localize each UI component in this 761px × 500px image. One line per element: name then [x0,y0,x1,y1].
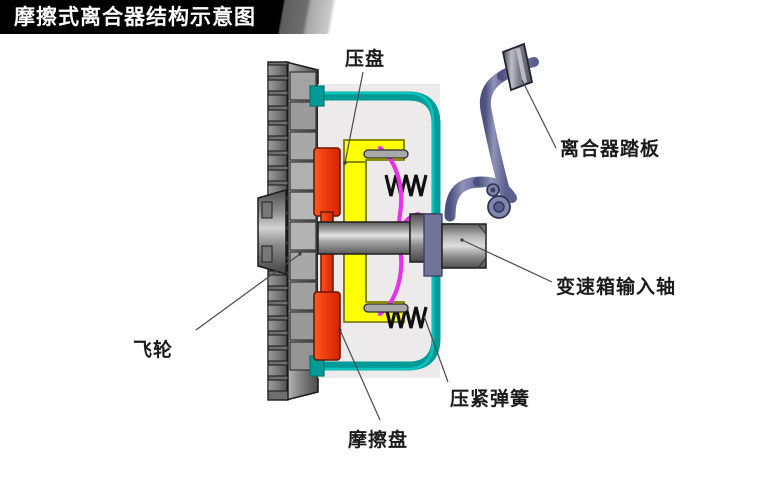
pedal-pivot-main-inner [493,201,505,213]
pressure-spring-upper [384,174,428,197]
release-fork-arm [444,176,488,222]
pedal-pivot-upper-pin [490,187,496,193]
label-friction-disc: 摩擦盘 [348,429,409,451]
leader-pressure-spring [423,315,449,383]
release-bearing-assembly [423,213,487,277]
label-pressure-plate: 压盘 [345,48,386,70]
flywheel-assembly [257,60,319,402]
clutch-pedal-linkage [444,42,539,222]
leader-clutch-pedal [521,79,557,149]
release-bearing-edge [477,223,487,269]
leader-dot-pressure-plate [343,161,347,165]
pressure-plate-lower-arm [343,161,405,323]
label-transmission-input-shaft: 变速箱输入轴 [556,276,677,298]
leader-pressure-plate [344,71,364,164]
leader-lines [195,71,557,421]
page-title: 摩擦式离合器结构示意图 [14,5,256,29]
pressure-plate [343,139,405,323]
title-banner: 摩擦式离合器结构示意图 [0,0,385,34]
leader-dot-flywheel [298,252,302,256]
clutch-pedal-pad [501,42,534,92]
label-flywheel: 飞轮 [133,339,174,361]
label-clutch-pedal: 离合器踏板 [560,138,661,160]
release-bearing-backplate [423,213,443,277]
leader-friction-disc [339,329,381,421]
flywheel-hub-bolt-bottom [261,245,273,263]
release-lever-pivot-lower [363,303,409,313]
leader-line-dots [298,161,464,332]
clutch-cover-tab-top [309,85,325,107]
input-shaft-inner-segment [317,221,411,255]
leader-dot-friction-disc [338,328,342,332]
title-banner-gradient-tail [255,0,385,34]
leader-input-shaft [461,239,553,283]
clutch-pedal-arm [479,68,512,202]
leader-dot-input-shaft [460,238,464,242]
friction-disc-pad-lower [313,291,341,361]
friction-disc-pad-upper [313,147,341,217]
label-pressure-spring: 压紧弹簧 [450,388,531,410]
flywheel-plate-segments [289,71,317,371]
release-lever-pivot-upper [363,149,409,159]
release-bearing-sleeve [441,223,487,269]
leader-flywheel [195,253,301,331]
flywheel-hub-bolt-top [261,201,273,219]
